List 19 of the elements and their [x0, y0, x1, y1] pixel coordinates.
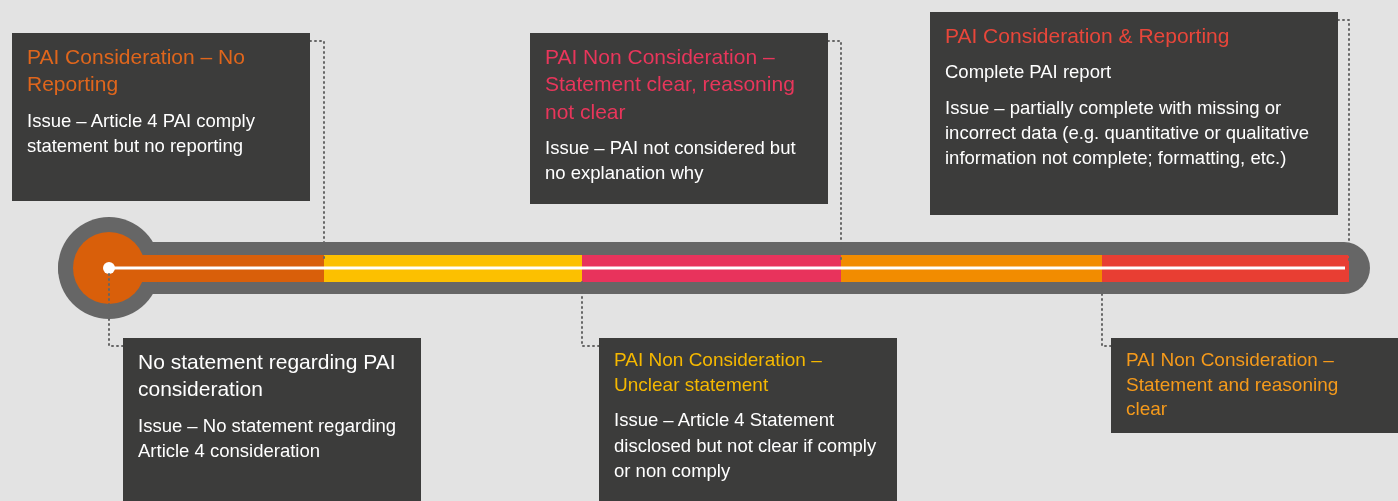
callout-text: Issue – partially complete with missing or incorrect data (e.g. quantitative or qualitative information not complete; formatting, etc.) — [945, 95, 1311, 171]
callout-title: PAI Non Consideration – Unclear statement — [614, 348, 823, 397]
leader-line — [581, 281, 600, 347]
callout-text: Issue – Article 4 Statement disclosed but not clear if comply or non comply — [614, 408, 878, 484]
callout-title: PAI Non Consideration – Statement clear, reasoning not clear — [545, 44, 796, 125]
callout-text: Issue – PAI not considered but no explanation why — [545, 135, 797, 186]
callout-box — [12, 33, 310, 201]
callout-title: PAI Non Consideration – Statement and reasoning clear — [1126, 348, 1340, 422]
callout-box — [599, 338, 897, 501]
callout-title: No statement regarding PAI consideration — [138, 349, 397, 403]
callout-text: Issue – Article 4 PAI comply statement but no reporting — [27, 108, 256, 158]
callout-box — [930, 12, 1338, 215]
callout-box — [123, 338, 421, 501]
callout-title: PAI Consideration & Reporting — [945, 23, 1231, 49]
callout-box — [530, 33, 828, 204]
callout-box — [1111, 338, 1398, 433]
callout-text: Complete PAI report — [945, 60, 1113, 85]
callout-title: PAI Consideration – No Reporting — [27, 44, 246, 98]
callout-text: Issue – No statement regarding Article 4 consideration — [138, 413, 398, 463]
